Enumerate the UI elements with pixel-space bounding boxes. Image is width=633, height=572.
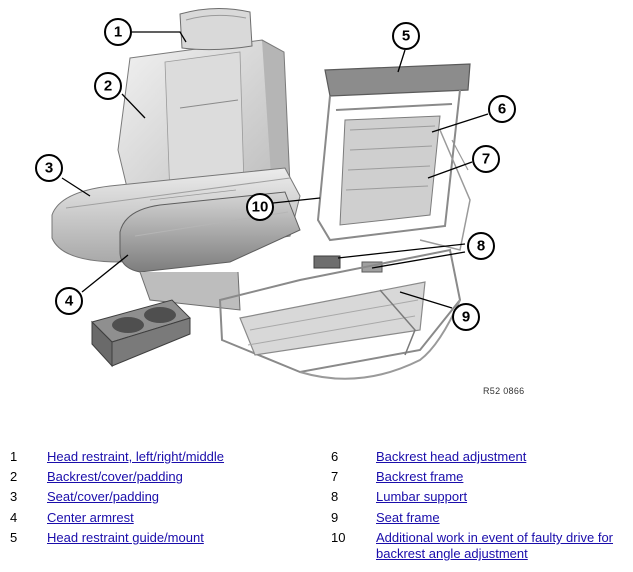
head-restraint bbox=[179, 7, 253, 51]
svg-text:9: 9 bbox=[462, 309, 470, 326]
seat-exploded-diagram: 1 2 3 4 5 6 7 8 9 10 R52 0866 bbox=[35, 7, 525, 396]
callout-10: 10 bbox=[246, 193, 274, 221]
svg-text:5: 5 bbox=[402, 28, 410, 45]
legend-number: 2 bbox=[10, 469, 18, 484]
legend-number: 9 bbox=[331, 510, 339, 525]
svg-text:1: 1 bbox=[114, 24, 122, 41]
legend-number: 8 bbox=[331, 489, 339, 504]
callout-7: 7 bbox=[472, 145, 500, 173]
callout-1: 1 bbox=[104, 18, 132, 46]
svg-text:10: 10 bbox=[252, 199, 269, 216]
callout-3: 3 bbox=[35, 154, 63, 182]
leader-lines bbox=[61, 31, 489, 309]
backrest-cover bbox=[117, 39, 291, 206]
seat-frame bbox=[218, 248, 462, 380]
legend-link-seat-frame[interactable]: Seat frame bbox=[376, 510, 440, 525]
callout-6: 6 bbox=[488, 95, 516, 123]
legend-link-head-restraint-guide[interactable]: Head restraint guide/mount bbox=[47, 530, 204, 545]
svg-text:4: 4 bbox=[65, 293, 74, 310]
legend-link-seat-cover[interactable]: Seat/cover/padding bbox=[47, 489, 160, 504]
legend-number: 5 bbox=[10, 530, 18, 545]
legend-link-center-armrest[interactable]: Center armrest bbox=[47, 510, 134, 525]
cupholder-tray bbox=[91, 299, 191, 368]
legend-link-backrest-cover[interactable]: Backrest/cover/padding bbox=[47, 469, 183, 484]
legend-link-backrest-frame[interactable]: Backrest frame bbox=[376, 469, 464, 484]
legend-link-head-restraint[interactable]: Head restraint, left/right/middle bbox=[47, 449, 225, 464]
svg-text:6: 6 bbox=[498, 101, 506, 118]
legend-number: 1 bbox=[10, 449, 18, 464]
legend-link-backrest-angle-drive[interactable]: Additional work in event of faulty drive… bbox=[376, 530, 614, 561]
backrest-frame bbox=[316, 63, 471, 251]
callout-5: 5 bbox=[392, 22, 420, 50]
svg-text:8: 8 bbox=[477, 238, 485, 255]
callout-8: 8 bbox=[467, 232, 495, 260]
lumbar-support bbox=[313, 255, 383, 273]
legend-number: 7 bbox=[331, 469, 339, 484]
callout-4: 4 bbox=[55, 287, 83, 315]
legend-number: 6 bbox=[331, 449, 339, 464]
callout-2: 2 bbox=[94, 72, 122, 100]
legend-number: 4 bbox=[10, 510, 18, 525]
legend-number: 3 bbox=[10, 489, 18, 504]
figure-code: R52 0866 bbox=[483, 386, 525, 396]
svg-text:3: 3 bbox=[45, 160, 53, 177]
legend-link-backrest-head-adjustment[interactable]: Backrest head adjustment bbox=[376, 449, 527, 464]
callout-9: 9 bbox=[452, 303, 480, 331]
legend-number: 10 bbox=[331, 530, 346, 545]
svg-text:7: 7 bbox=[482, 151, 490, 168]
svg-text:2: 2 bbox=[104, 78, 112, 95]
seat-illustration: 1 2 3 4 5 6 7 8 9 10 bbox=[35, 7, 516, 380]
legend-link-lumbar-support[interactable]: Lumbar support bbox=[376, 489, 468, 504]
